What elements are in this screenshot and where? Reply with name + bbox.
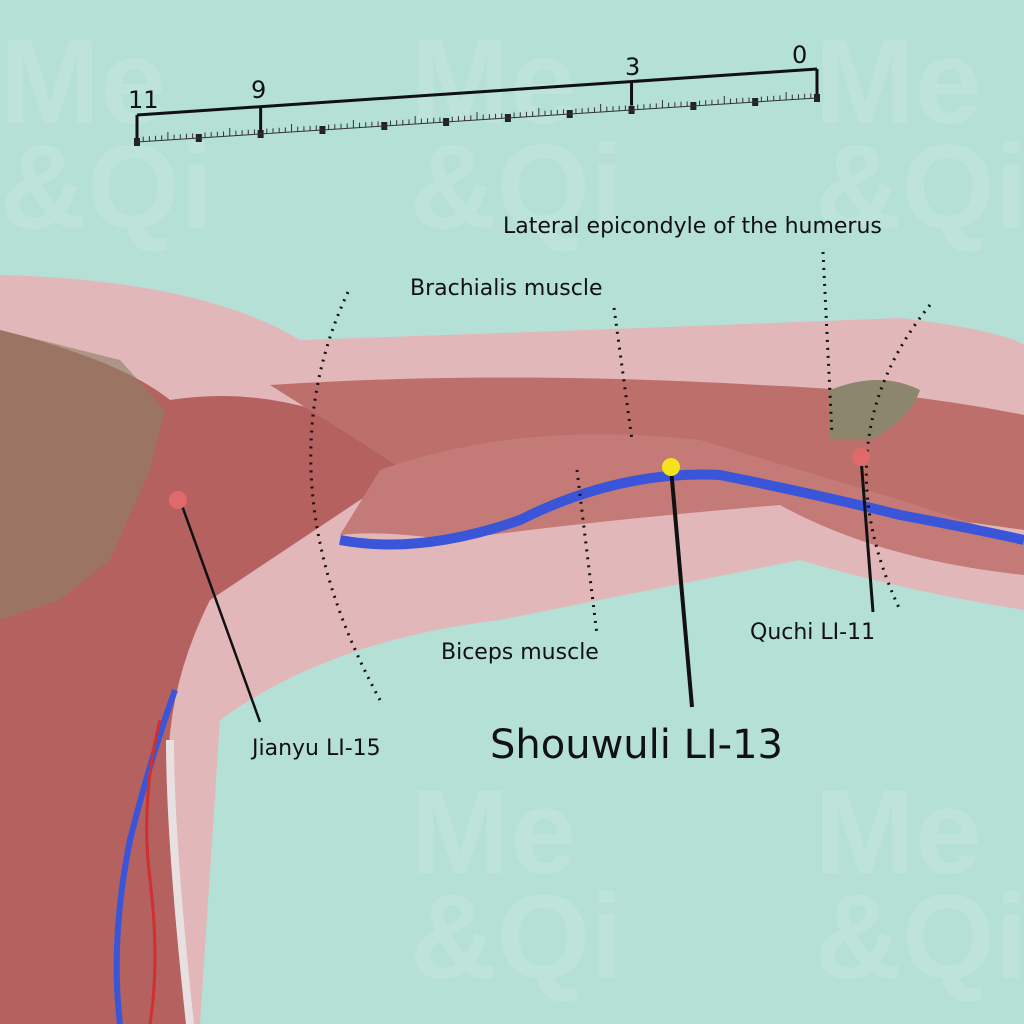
artery — [145, 719, 162, 1024]
watermark-logo: Me&Qi — [815, 765, 1024, 1004]
cun-ruler — [134, 67, 820, 146]
label-brachialis: Brachialis muscle — [410, 276, 603, 301]
jianyu-point — [169, 491, 187, 509]
ruler-label-3: 3 — [625, 53, 640, 81]
watermark-logo: Me&Qi — [815, 15, 1024, 254]
watermark-logo: Me&Qi — [410, 15, 624, 254]
ruler-top-line — [136, 67, 818, 117]
quchi-point — [852, 448, 870, 466]
ruler-base-line — [136, 97, 818, 143]
watermark-logo: Me&Qi — [0, 15, 214, 254]
biceps-muscle — [340, 434, 1024, 575]
label-jianyu: Jianyu LI-15 — [252, 736, 381, 761]
label-shouwuli: Shouwuli LI-13 — [490, 722, 783, 768]
shouwuli-point — [662, 458, 680, 476]
nerve — [166, 739, 194, 1024]
scapula-bone — [0, 330, 165, 620]
label-lateral-epicondyle: Lateral epicondyle of the humerus — [503, 214, 882, 239]
label-biceps: Biceps muscle — [441, 640, 599, 665]
vein — [113, 688, 178, 1024]
vein — [339, 469, 1024, 550]
humerus-epicondyle — [830, 380, 920, 440]
ruler-label-9: 9 — [251, 76, 266, 104]
ruler-label-0: 0 — [792, 41, 807, 69]
ruler-label-11: 11 — [128, 86, 159, 114]
guide-lines — [309, 251, 932, 701]
label-quchi: Quchi LI-11 — [750, 620, 876, 645]
watermark-logo: Me&Qi — [410, 765, 624, 1004]
